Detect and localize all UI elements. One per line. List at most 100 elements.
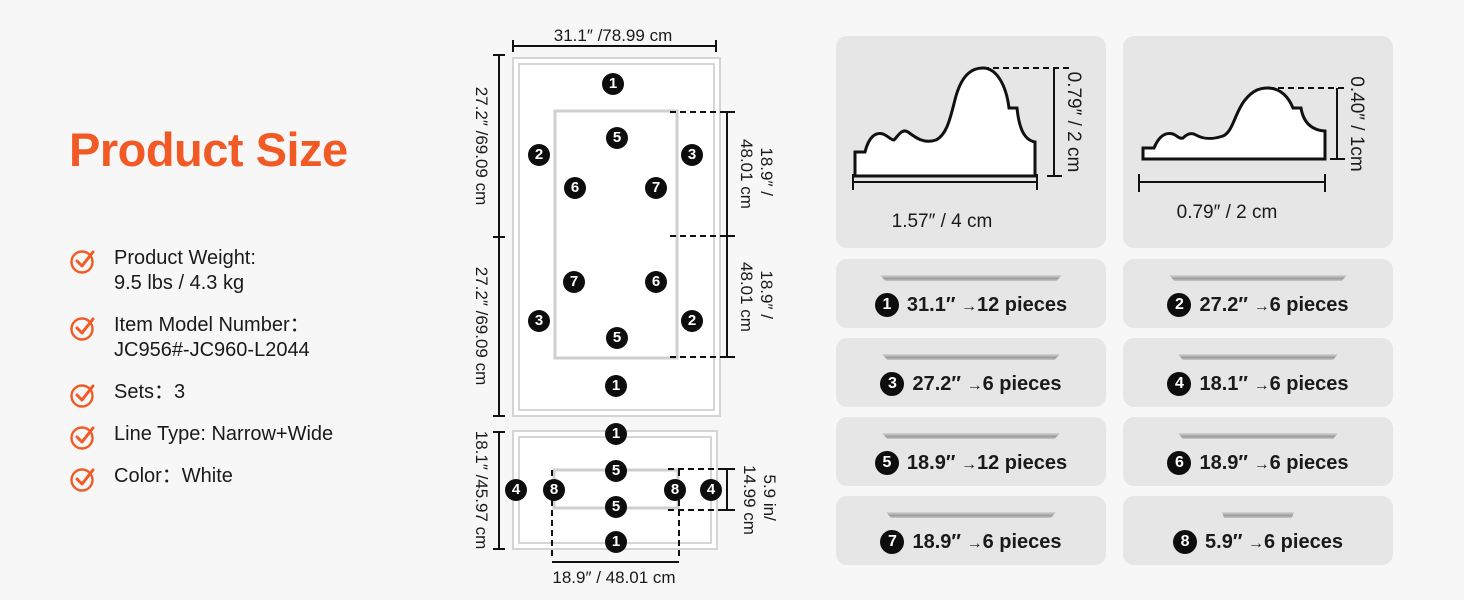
label-line: 5.9 in/ [760, 474, 779, 521]
molding-strip-image [882, 354, 1060, 360]
piece-info: 7 18.9″ →6 pieces [836, 530, 1106, 554]
piece-number-badge: 2 [681, 310, 703, 332]
molding-strip-image [880, 275, 1062, 281]
wide-profile-shape [853, 66, 1037, 178]
right-upper-height-label: 18.9″ / 48.01 cm [737, 139, 776, 209]
piece-length: 27.2″ [1199, 294, 1248, 316]
piece-number-badge: 8 [1173, 530, 1198, 554]
piece-count: 6 pieces [1269, 373, 1349, 395]
top-width-label: 31.1″ /78.99 cm [554, 26, 672, 45]
spec-color: Color：White [70, 464, 333, 492]
panel-layout-diagram: 31.1″ /78.99 cm 27.2″ /69.09 cm 27.2″ /6… [472, 26, 779, 587]
arrow-right-icon: → [1253, 377, 1270, 394]
arrow-right-icon: → [961, 298, 977, 315]
piece-length: 18.9″ [1199, 452, 1248, 474]
piece-length: 18.9″ [906, 452, 956, 474]
molding-strip-image [1178, 354, 1338, 360]
piece-number-badge: 3 [681, 144, 703, 166]
piece-count: 6 pieces [982, 531, 1062, 553]
piece-number-badge: 1 [874, 293, 899, 317]
piece-number-badge: 6 [1167, 451, 1192, 475]
right-lower-height-label: 18.9″ / 48.01 cm [737, 262, 776, 332]
check-circle-icon [70, 384, 95, 408]
spec-weight: Product Weight: 9.5 lbs / 4.3 kg [70, 246, 333, 296]
spec-value: JC956#-JC960-L2044 [114, 339, 310, 361]
piece-length: 31.1″ [906, 294, 956, 316]
piece-number-badge: 5 [606, 327, 628, 349]
profile-width-label: 0.79″ / 2 cm [1177, 202, 1278, 223]
label-line: 18.9″ / [757, 270, 776, 319]
label-line: 48.01 cm [737, 262, 756, 332]
arrow-right-icon: → [1248, 535, 1264, 552]
piece-number-badge: 5 [874, 451, 899, 475]
piece-card-2: 2 27.2″ →6 pieces [1123, 259, 1393, 328]
molding-strip-image [882, 433, 1060, 439]
profile-height-label: 0.40″ / 1cm [1346, 76, 1367, 171]
piece-number-badge: 6 [564, 177, 586, 199]
dimension-lines [493, 40, 735, 563]
piece-card-4: 4 18.1″ →6 pieces [1123, 338, 1393, 407]
left-bottom-height-label: 18.1″ /45.97 cm [472, 431, 491, 549]
spec-line-type: Line Type: Narrow+Wide [70, 422, 334, 450]
profile-height-label: 0.79″ / 2 cm [1063, 72, 1084, 173]
left-upper-height-label: 27.2″ /69.09 cm [472, 87, 491, 205]
upper-frame [512, 57, 721, 417]
piece-number-badge: 2 [528, 144, 550, 166]
molding-strip-image [1169, 275, 1347, 281]
piece-card-1: 1 31.1″ →12 pieces [836, 259, 1106, 328]
piece-number-badge: 8 [543, 479, 565, 501]
piece-count: 6 pieces [1269, 452, 1349, 474]
arrow-right-icon: → [961, 456, 977, 473]
profile-card-narrow: 0.79″ / 2 cm 0.40″ / 1cm [1123, 36, 1393, 248]
piece-number-badge: 4 [505, 479, 527, 501]
page-title: Product Size [69, 123, 348, 176]
piece-number-badge: 5 [605, 460, 627, 482]
piece-number-badge: 5 [605, 496, 627, 518]
piece-length: 5.9″ [1205, 531, 1243, 553]
check-circle-icon [70, 250, 95, 274]
piece-number-badge: 1 [602, 73, 624, 95]
spec-label: Product Weight: [114, 247, 256, 269]
bottom-width-label: 18.9″ / 48.01 cm [552, 568, 675, 587]
arrow-right-icon: → [966, 535, 983, 552]
spec-value: 9.5 lbs / 4.3 kg [114, 272, 245, 294]
piece-count: 6 pieces [1269, 294, 1349, 316]
piece-number-badge: 1 [605, 375, 627, 397]
piece-number-badge: 1 [605, 423, 627, 445]
spec-label: Line Type: Narrow+Wide [114, 423, 334, 445]
piece-number-badge: 7 [563, 271, 585, 293]
spec-label: Item Model Number： [114, 314, 310, 336]
piece-count: 12 pieces [977, 294, 1068, 316]
piece-number-badge: 7 [880, 530, 905, 554]
piece-number-badge: 6 [645, 271, 667, 293]
piece-number-badge: 8 [664, 479, 686, 501]
piece-length: 18.9″ [912, 531, 961, 553]
molding-strip-image [1222, 512, 1294, 518]
piece-length: 18.1″ [1199, 373, 1248, 395]
piece-number-badge: 2 [1167, 293, 1192, 317]
piece-number-badge: 3 [880, 372, 905, 396]
piece-card-7: 7 18.9″ →6 pieces [836, 496, 1106, 565]
right-bottom-height-label: 5.9 in/ 14.99 cm [740, 465, 779, 535]
piece-number-badge: 7 [645, 177, 667, 199]
narrow-profile-drawing: 0.79″ / 2 cm 0.40″ / 1cm [1138, 76, 1367, 223]
label-line: 14.99 cm [740, 465, 759, 535]
arrow-right-icon: → [1253, 298, 1270, 315]
piece-number-badge: 3 [528, 310, 550, 332]
piece-number-badge: 4 [1167, 372, 1192, 396]
spec-sets: Sets：3 [70, 380, 333, 408]
check-circle-icon [70, 317, 95, 341]
label-line: 18.9″ / [757, 147, 776, 196]
check-circle-icon [70, 468, 95, 492]
spec-model: Item Model Number： JC956#-JC960-L2044 [70, 313, 333, 363]
narrow-profile-shape [1141, 86, 1327, 161]
spec-label: Sets：3 [114, 381, 186, 403]
piece-info: 4 18.1″ →6 pieces [1123, 372, 1393, 396]
piece-number-badge: 4 [700, 479, 722, 501]
